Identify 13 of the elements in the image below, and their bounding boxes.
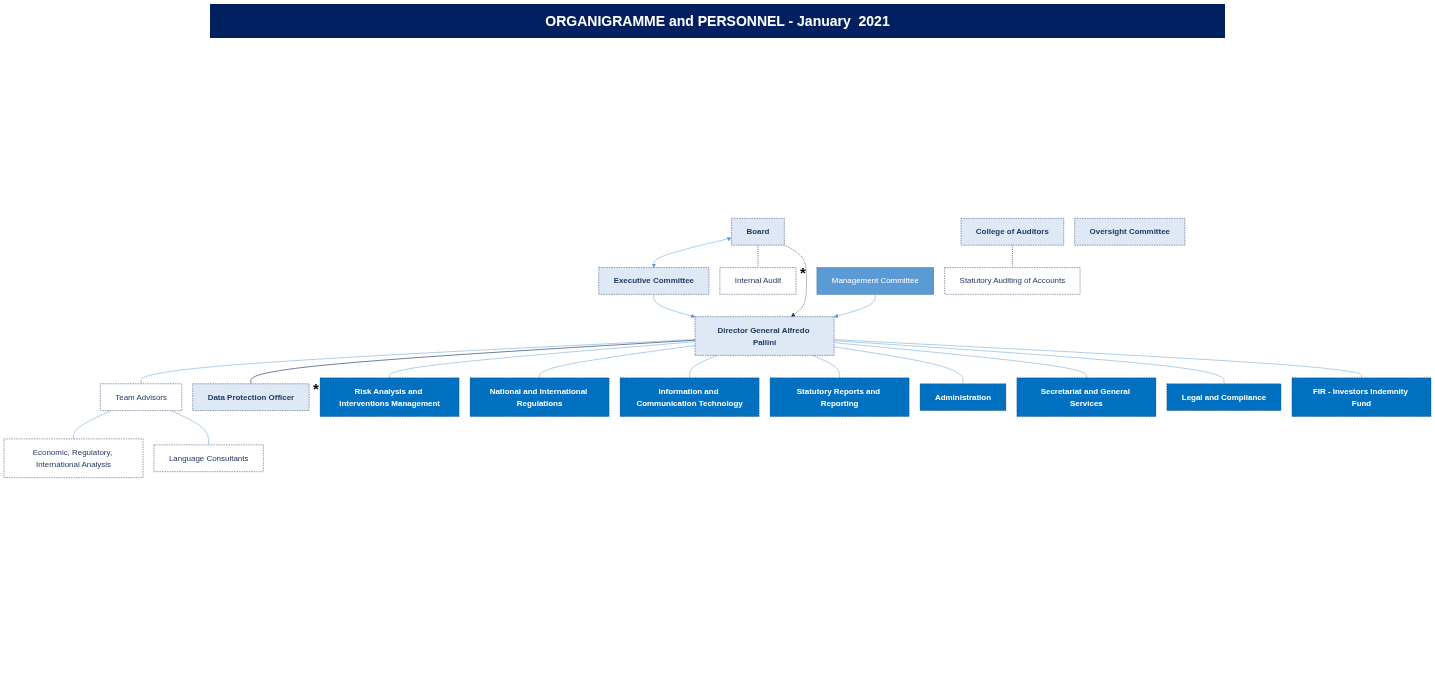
connector [140, 339, 696, 384]
connector [833, 342, 1087, 379]
connector [833, 339, 1362, 379]
connector [73, 410, 112, 440]
connector [539, 345, 696, 379]
connector [833, 340, 1225, 384]
footnote-mark: * [313, 379, 319, 397]
connector [250, 339, 696, 385]
connector [833, 346, 964, 384]
connector [389, 341, 696, 379]
connector [170, 410, 209, 446]
title-banner: ORGANIGRAMME and PERSONNEL - January 2021 [210, 4, 1225, 38]
footnote-mark: * [800, 263, 806, 281]
